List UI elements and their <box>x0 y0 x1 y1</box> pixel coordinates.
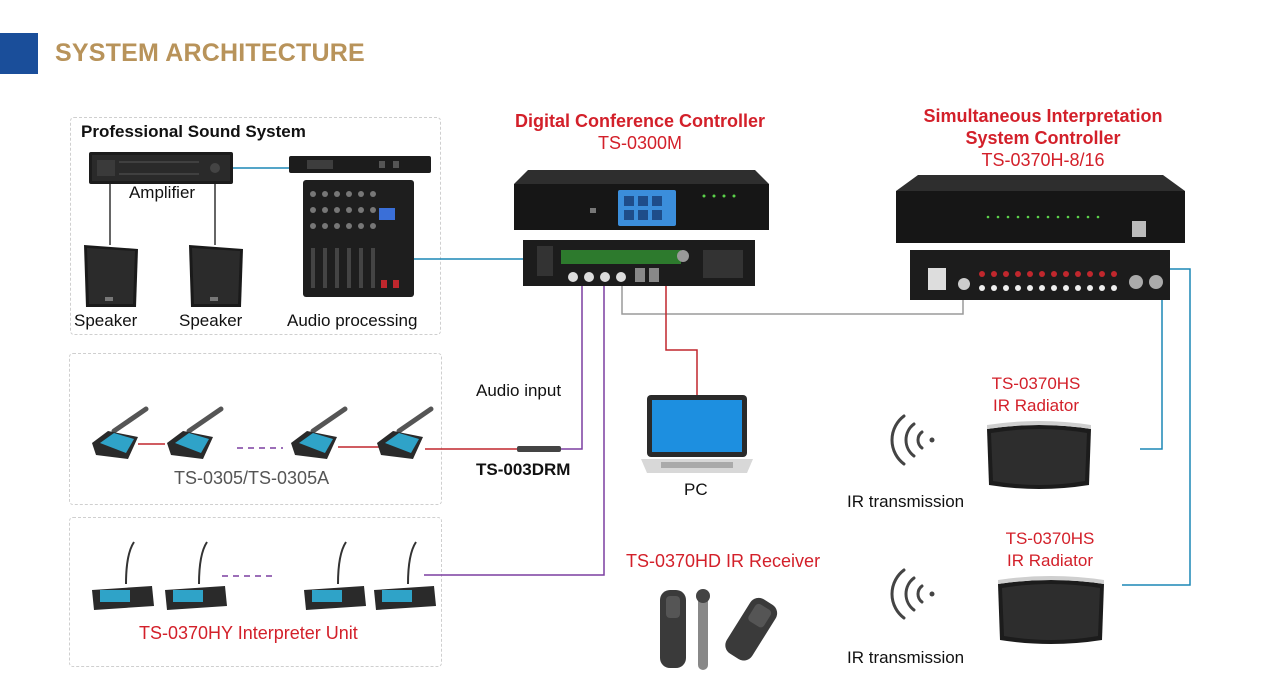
radiator-bottom-name: IR Radiator <box>1007 551 1093 570</box>
drm-cable-plug <box>517 446 561 452</box>
wire-controller-to-interpreters <box>424 286 605 576</box>
wire-interpretation-to-radiator-bottom <box>1122 268 1191 586</box>
delegate-unit-3 <box>291 406 348 459</box>
conference-controller-title: Digital Conference Controller <box>514 111 766 131</box>
mixer-console <box>303 180 414 297</box>
interpretation-controller-front <box>896 175 1185 243</box>
interpreter-unit-4 <box>374 541 436 610</box>
receiver-label: TS-0370HD IR Receiver <box>626 551 821 571</box>
ir-transmission-bottom-label: IR transmission <box>847 648 965 667</box>
amplifier-device <box>89 152 233 184</box>
ir-radiator-bottom <box>998 576 1104 644</box>
speaker-left-label: Speaker <box>74 311 138 330</box>
sound-system-title: Professional Sound System <box>81 122 306 141</box>
ir-waves-top-icon <box>890 414 935 466</box>
ir-transmission-top-label: IR transmission <box>847 492 965 511</box>
conference-controller-front <box>514 170 769 230</box>
speaker-right-device <box>189 245 243 307</box>
interpretation-controller-model: TS-0370H-8/16 <box>981 150 1105 170</box>
wire-controller-to-delegates <box>560 286 583 450</box>
delegate-units-label: TS-0305/TS-0305A <box>174 468 330 488</box>
radiator-bottom-model: TS-0370HS <box>1005 529 1095 548</box>
interpretation-controller-title-line2: System Controller <box>965 128 1121 148</box>
audio-processing-label: Audio processing <box>287 311 418 330</box>
speaker-left-device <box>84 245 138 307</box>
speaker-right-label: Speaker <box>179 311 243 330</box>
radiator-top-model: TS-0370HS <box>991 374 1081 393</box>
interpreter-unit-1 <box>92 541 154 610</box>
interpreter-unit-3 <box>304 541 366 610</box>
wire-controller-to-interpretation <box>621 286 964 315</box>
interpretation-controller-back <box>910 250 1170 300</box>
interpreter-unit-2 <box>165 541 227 610</box>
interpretation-controller-title-line1: Simultaneous Interpretation <box>923 106 1163 126</box>
audio-processor-rack <box>289 156 431 173</box>
delegate-unit-1 <box>92 406 149 459</box>
ir-radiator-top <box>987 421 1091 489</box>
pc-laptop <box>641 395 753 473</box>
sound-system-group <box>70 117 441 335</box>
wire-interpretation-to-radiator-top <box>1140 300 1163 450</box>
ir-receiver-device <box>660 589 778 670</box>
interpreter-units-label: TS-0370HY Interpreter Unit <box>139 623 358 643</box>
radiator-top-name: IR Radiator <box>993 396 1079 415</box>
delegate-units-group <box>69 353 442 505</box>
conference-controller-back <box>523 240 755 286</box>
delegate-unit-2 <box>167 406 224 459</box>
interpreter-units-group <box>69 517 442 667</box>
pc-label: PC <box>684 480 708 499</box>
audio-input-label: Audio input <box>476 381 562 400</box>
wire-controller-to-pc <box>665 286 698 397</box>
delegate-unit-4 <box>377 406 434 459</box>
amplifier-label: Amplifier <box>128 183 196 202</box>
ir-waves-bottom-icon <box>890 568 935 620</box>
drm-cable-label: TS-003DRM <box>476 460 571 479</box>
page-title: SYSTEM ARCHITECTURE <box>55 39 365 67</box>
conference-controller-model: TS-0300M <box>597 133 683 153</box>
header-accent-bar <box>0 33 38 74</box>
